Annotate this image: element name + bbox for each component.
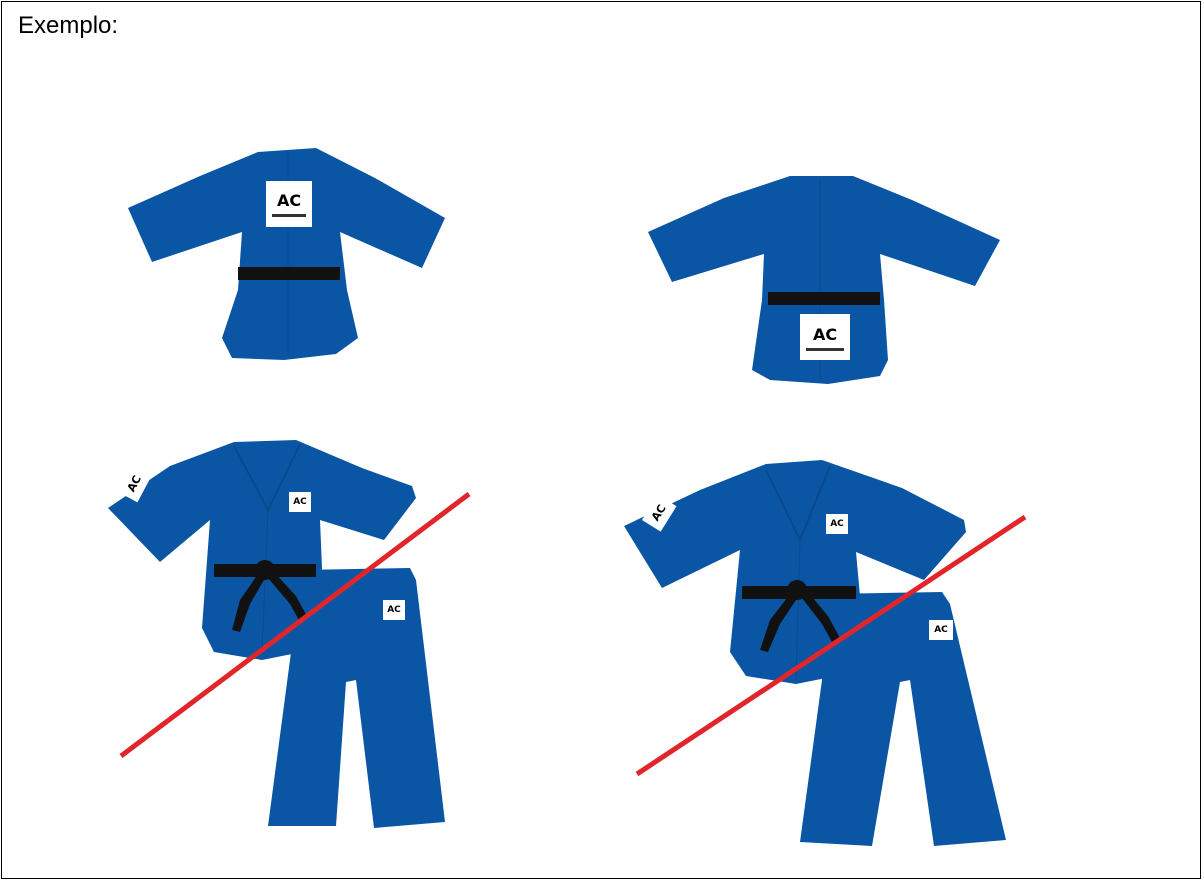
ac-badge-text: AC	[830, 519, 844, 529]
jacket-back-upper-badge: AC	[128, 148, 445, 360]
ac-badge: AC	[266, 181, 312, 227]
pants-badge: AC	[929, 620, 953, 640]
ac-badge: AC	[800, 314, 850, 360]
jacket-and-pants-crossed-2: AC AC AC	[624, 460, 1025, 846]
ac-badge-text: AC	[813, 325, 837, 344]
ac-badge-text: AC	[277, 191, 301, 210]
ac-badge-text: AC	[293, 497, 307, 507]
pants-badge: AC	[383, 600, 405, 620]
ac-badge-text: AC	[934, 625, 948, 635]
jacket-and-pants-crossed-1: AC AC AC	[108, 440, 469, 828]
ac-badge-text: AC	[387, 605, 401, 615]
chest-badge: AC	[826, 514, 848, 534]
chest-badge: AC	[289, 492, 311, 512]
jacket-back-lower-badge: AC	[648, 176, 1000, 384]
